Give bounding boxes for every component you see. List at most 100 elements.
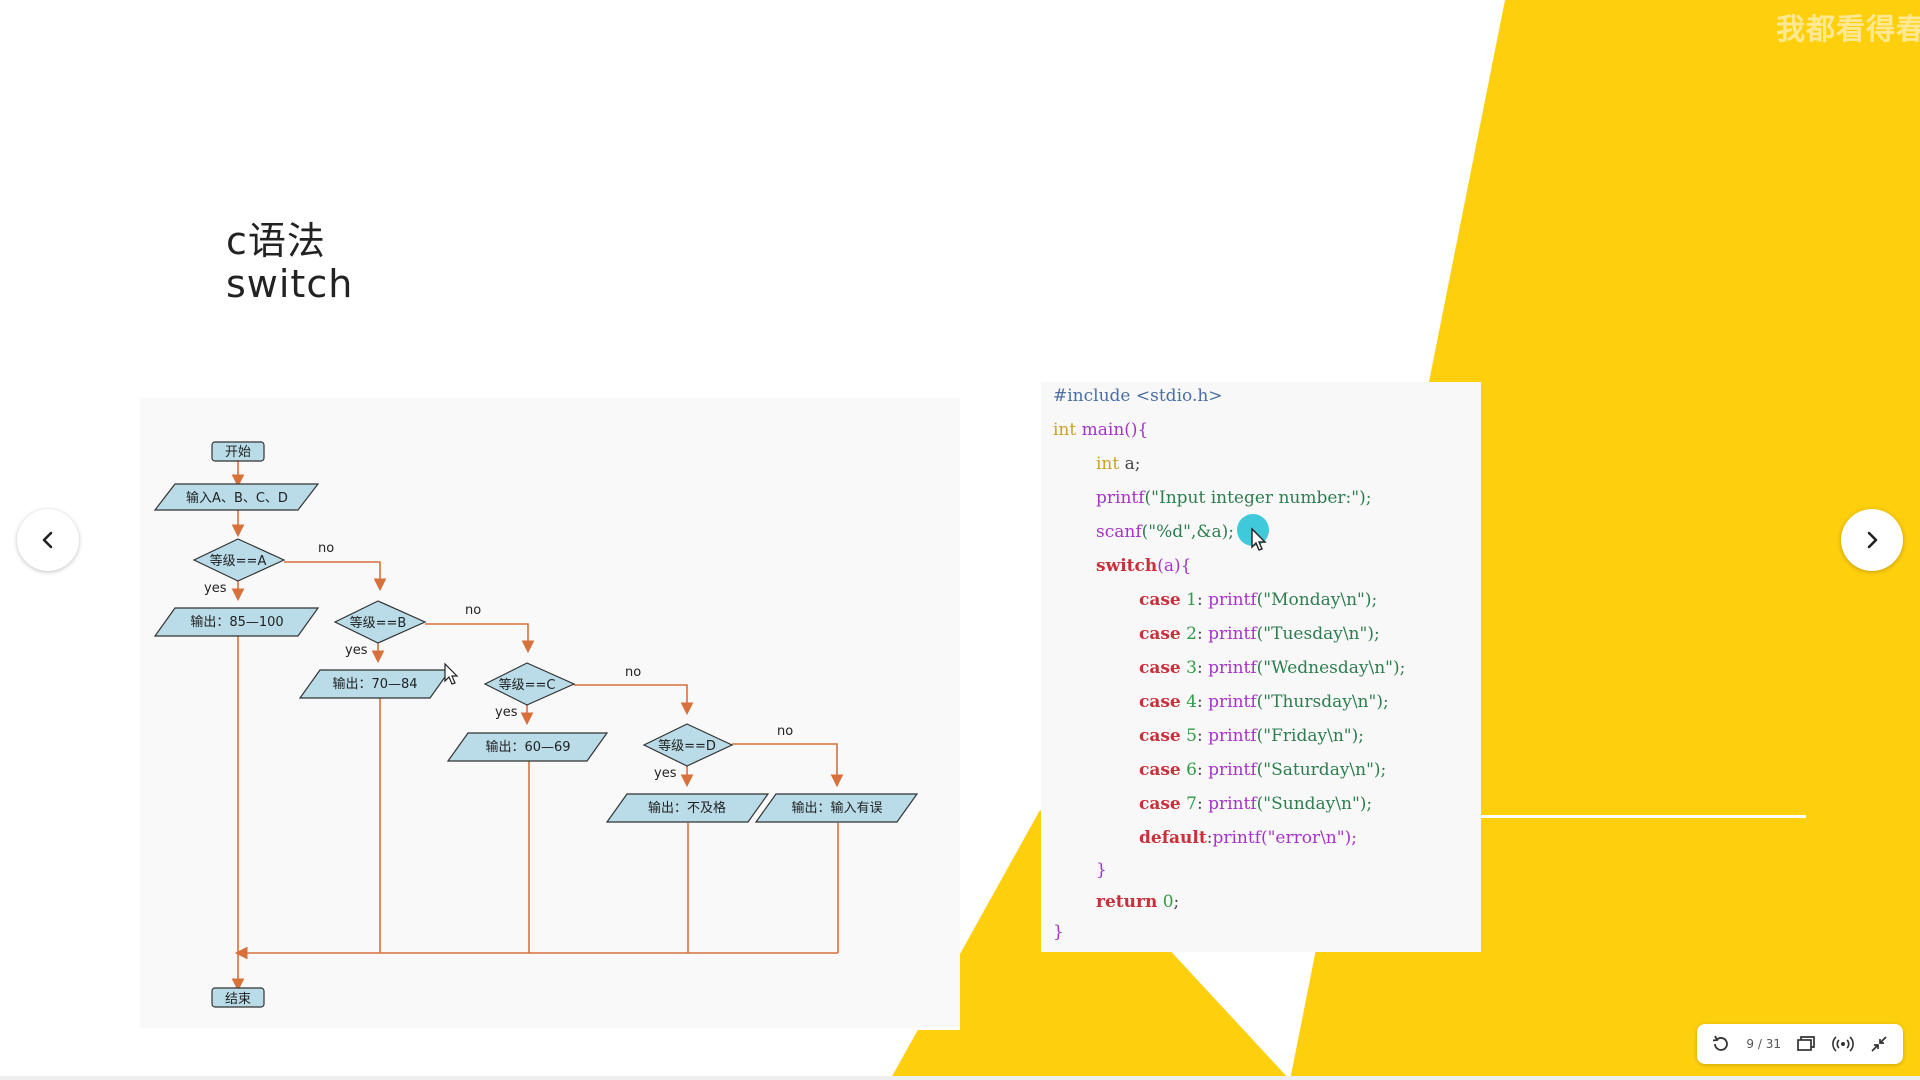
- slide-title-line2: switch: [226, 262, 354, 306]
- code-include: #include <stdio.h>: [1053, 386, 1223, 406]
- broadcast-icon: [1831, 1036, 1854, 1052]
- code-line-2: int main(){: [1053, 420, 1148, 440]
- case-kw: case: [1139, 726, 1181, 746]
- code-return-val: 0: [1162, 892, 1174, 912]
- flow-out-err-shape: [754, 793, 919, 823]
- code-line-6: switch(a){: [1096, 556, 1191, 576]
- slides-overview-button[interactable]: [1795, 1033, 1817, 1055]
- case-call: printf: [1208, 794, 1257, 814]
- case-num: 5: [1186, 726, 1197, 746]
- flow-cond-d-shape: [642, 723, 734, 767]
- case-num: 3: [1186, 658, 1197, 678]
- flow-start-label: 开始: [225, 445, 251, 460]
- replay-icon: [1713, 1035, 1729, 1051]
- flow-yes-a: yes: [204, 581, 227, 596]
- case-call: printf: [1208, 590, 1257, 610]
- code-default-kw: default: [1139, 828, 1207, 848]
- flow-out-c-shape: [446, 732, 609, 762]
- code-main-brace: {: [1137, 420, 1149, 440]
- case-arg: ("Thursday\n");: [1256, 692, 1389, 712]
- mouse-cursor-icon: [444, 662, 459, 685]
- flow-out-d-shape: [605, 793, 770, 823]
- case-num: 7: [1186, 794, 1197, 814]
- code-brace: }: [1096, 860, 1107, 880]
- code-panel: [1041, 382, 1481, 952]
- case-kw: case: [1139, 624, 1181, 644]
- code-return-end: ;: [1173, 892, 1180, 912]
- case-num: 1: [1186, 590, 1197, 610]
- case-kw: case: [1139, 692, 1181, 712]
- code-case-4: case 4: printf("Thursday\n");: [1139, 692, 1389, 712]
- code-brace: }: [1053, 922, 1064, 942]
- code-printf-arg: ("Input integer number:");: [1144, 488, 1372, 508]
- flow-cond-b-shape: [333, 600, 427, 644]
- case-kw: case: [1139, 590, 1181, 610]
- flow-yes-c: yes: [495, 705, 518, 720]
- flow-input-shape: [153, 483, 320, 511]
- code-case-5: case 5: printf("Friday\n");: [1139, 726, 1364, 746]
- code-printf-fn: printf: [1096, 488, 1145, 508]
- chevron-right-icon: [1867, 531, 1878, 549]
- code-case-3: case 3: printf("Wednesday\n");: [1139, 658, 1406, 678]
- code-line-4: printf("Input integer number:");: [1096, 488, 1371, 508]
- flow-no-c: no: [625, 665, 641, 680]
- case-num: 2: [1186, 624, 1197, 644]
- flow-start-shape: [211, 441, 265, 462]
- flow-out-a-shape: [153, 607, 320, 637]
- case-call: printf: [1208, 726, 1257, 746]
- flow-end-shape: [211, 987, 265, 1008]
- next-slide-button[interactable]: [1841, 509, 1903, 571]
- code-int-main: int: [1053, 420, 1077, 440]
- flow-no-b: no: [465, 603, 481, 618]
- code-main-fn: main(): [1076, 420, 1138, 440]
- flow-no-d: no: [777, 724, 793, 739]
- flow-input-label: 输入A、B、C、D: [186, 490, 288, 506]
- case-arg: ("Tuesday\n");: [1256, 624, 1380, 644]
- code-line-1: #include <stdio.h>: [1053, 386, 1223, 406]
- broadcast-button[interactable]: [1831, 1033, 1854, 1055]
- code-return-kw: return: [1096, 892, 1158, 912]
- flow-end-label: 结束: [225, 992, 251, 1007]
- code-default-call: printf("error\n");: [1212, 828, 1357, 848]
- previous-slide-button[interactable]: [17, 509, 79, 571]
- page-counter: 9 / 31: [1746, 1037, 1781, 1051]
- code-close-switch: }: [1096, 860, 1107, 880]
- code-switch-arg: (a){: [1157, 556, 1192, 576]
- flow-cond-d-label: 等级==D: [658, 738, 716, 754]
- case-kw: case: [1139, 794, 1181, 814]
- code-switch-kw: switch: [1096, 556, 1158, 576]
- decorative-white-line: [1481, 815, 1806, 818]
- case-call: printf: [1208, 760, 1257, 780]
- flow-cond-a-label: 等级==A: [210, 553, 267, 569]
- code-int-a: int: [1096, 454, 1120, 474]
- case-num: 4: [1186, 692, 1197, 712]
- case-call: printf: [1208, 658, 1257, 678]
- code-var-a: a;: [1119, 454, 1141, 474]
- case-arg: ("Wednesday\n");: [1256, 658, 1406, 678]
- exit-fullscreen-button[interactable]: [1868, 1033, 1890, 1055]
- flow-yes-d: yes: [654, 766, 677, 781]
- chevron-left-icon: [42, 531, 53, 549]
- exit-fullscreen-icon: [1871, 1036, 1887, 1052]
- code-case-7: case 7: printf("Sunday\n");: [1139, 794, 1373, 814]
- code-scanf-fn: scanf: [1096, 522, 1142, 542]
- flow-cond-b-label: 等级==B: [350, 615, 407, 631]
- replay-button[interactable]: [1710, 1033, 1732, 1055]
- flow-cond-c-label: 等级==C: [499, 677, 556, 693]
- flow-cond-c-shape: [483, 662, 576, 706]
- case-call: printf: [1208, 624, 1257, 644]
- code-scanf-arg: ("%d",&a);: [1141, 522, 1234, 542]
- flowchart-diagram: 开始 输入A、B、C、D 等级==A 输出：85—100 等级==B 输出：70…: [153, 441, 919, 1008]
- code-close-main: }: [1053, 922, 1064, 942]
- case-num: 6: [1186, 760, 1197, 780]
- case-arg: ("Sunday\n");: [1256, 794, 1373, 814]
- code-case-1: case 1: printf("Monday\n");: [1139, 590, 1378, 610]
- flow-out-err-label: 输出：输入有误: [791, 800, 882, 816]
- flow-out-d-label: 输出：不及格: [648, 800, 726, 816]
- flow-out-a-label: 输出：85—100: [190, 614, 283, 630]
- flow-out-b-shape: [298, 669, 452, 699]
- presentation-toolbar: 9 / 31: [1697, 1024, 1903, 1064]
- case-call: printf: [1208, 692, 1257, 712]
- flow-out-b-label: 输出：70—84: [332, 676, 417, 692]
- flow-no-a: no: [318, 541, 334, 556]
